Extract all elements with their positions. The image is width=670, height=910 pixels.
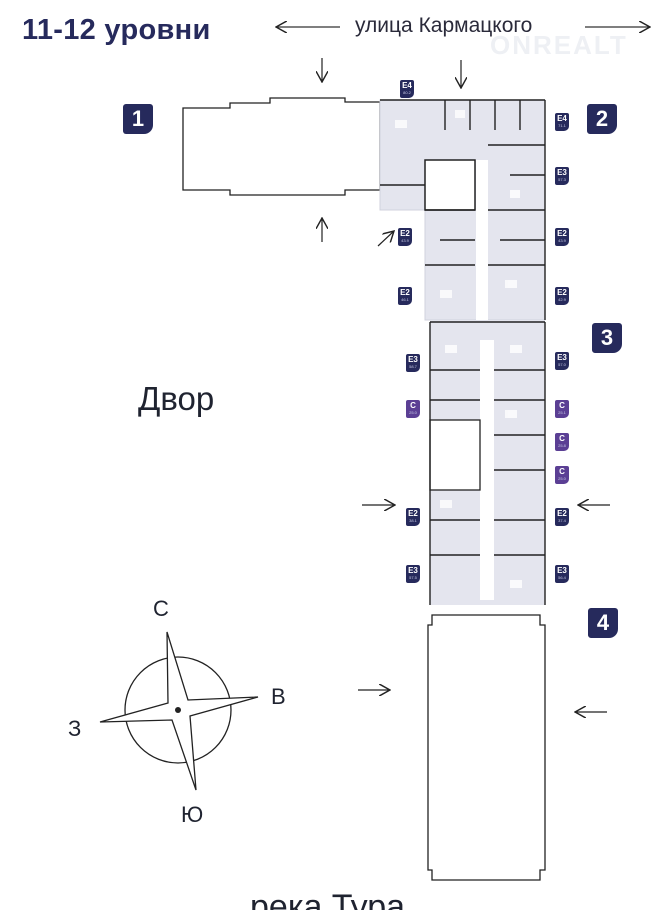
apartment-type: E2 — [408, 509, 418, 518]
apartment-type: E2 — [400, 229, 410, 238]
compass-west: З — [68, 716, 82, 741]
apartment-area: 57.5 — [409, 575, 417, 580]
apartment-area: 43.9 — [401, 238, 409, 243]
building-section-1 — [182, 97, 381, 196]
floor-title: 11-12 уровни — [22, 14, 211, 46]
apartment-area: 43.9 — [558, 238, 566, 243]
apartment-type: E3 — [557, 353, 567, 362]
apartment-area: 25.8 — [558, 443, 566, 448]
entrance-arrow — [377, 231, 394, 247]
section-badge-4: 4 — [588, 608, 618, 638]
river-label: река Тура — [250, 888, 406, 910]
apartment-type: C — [410, 401, 416, 410]
street-label: улица Кармацкого — [355, 14, 533, 37]
compass-south: Ю — [181, 802, 204, 827]
apartment-type: C — [559, 467, 565, 476]
apartment-type: E4 — [557, 114, 567, 123]
apartment-area: 58.7 — [409, 364, 417, 369]
section-badge-1: 1 — [123, 104, 153, 134]
building-section-2 — [379, 99, 546, 321]
apartment-type: E3 — [408, 566, 418, 575]
apartment-area: 37.4 — [558, 518, 566, 523]
apartment-area: 46.1 — [401, 297, 409, 302]
apartment-area: 56.4 — [558, 575, 566, 580]
apartment-area: 25.0 — [558, 476, 566, 481]
compass-north: С — [153, 596, 169, 621]
apartment-area: 57.0 — [558, 362, 566, 367]
yard-label: Двор — [138, 380, 215, 417]
apartment-type: C — [559, 434, 565, 443]
building-section-3 — [429, 320, 546, 605]
section-badge-3: 3 — [592, 323, 622, 353]
apartment-type: E3 — [408, 355, 418, 364]
apartment-type: E3 — [557, 168, 567, 177]
apartment-area: 42.9 — [558, 297, 566, 302]
apartment-type: E2 — [400, 288, 410, 297]
compass-rose — [99, 631, 259, 791]
apartment-type: E4 — [402, 81, 412, 90]
watermark: ONREALT — [490, 30, 628, 60]
apartment-area: 25.1 — [558, 410, 566, 415]
apartment-type: E3 — [557, 566, 567, 575]
apartment-type: E2 — [557, 229, 567, 238]
compass-east: В — [271, 684, 286, 709]
apartment-area: 57.3 — [558, 177, 566, 182]
apartment-type: C — [559, 401, 565, 410]
apartment-type: E2 — [557, 509, 567, 518]
building-section-4 — [427, 614, 546, 881]
apartment-area: 71.1 — [558, 123, 566, 128]
section-badge-2: 2 — [587, 104, 617, 134]
apartment-area: 25.0 — [409, 410, 417, 415]
apartment-area: 38.1 — [409, 518, 417, 523]
apartment-area: 80.2 — [403, 90, 411, 95]
apartment-type: E2 — [557, 288, 567, 297]
